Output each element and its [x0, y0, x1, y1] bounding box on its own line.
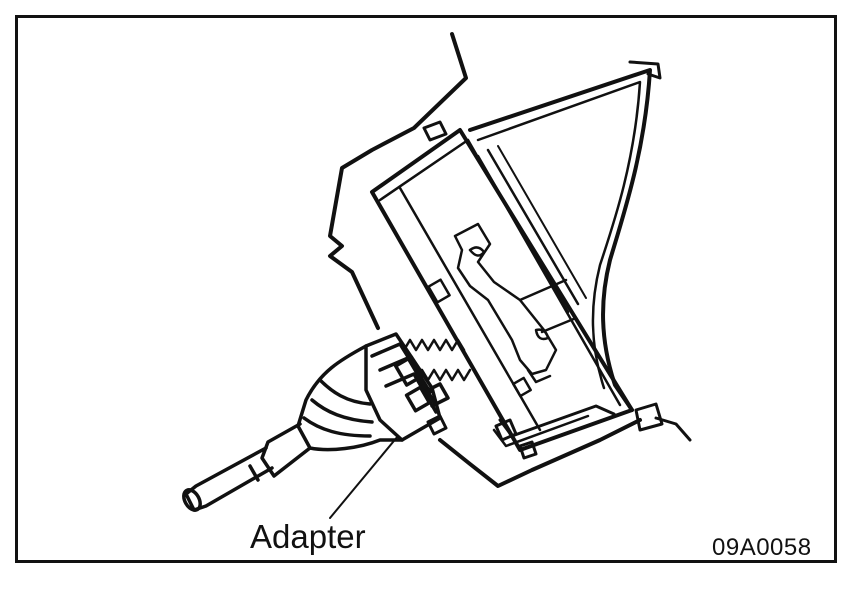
internal-mechanism	[427, 222, 578, 398]
mounting-tabs	[422, 120, 692, 460]
shaft	[182, 422, 312, 512]
rubber-boot	[296, 344, 404, 452]
figure-code: 09A0058	[712, 534, 812, 561]
adapter-connector	[364, 332, 450, 442]
adapter-callout-label: Adapter	[250, 518, 366, 555]
body-panel-outline	[328, 32, 642, 488]
bezel-trim	[468, 60, 662, 412]
adapter-leader-line	[329, 435, 399, 519]
